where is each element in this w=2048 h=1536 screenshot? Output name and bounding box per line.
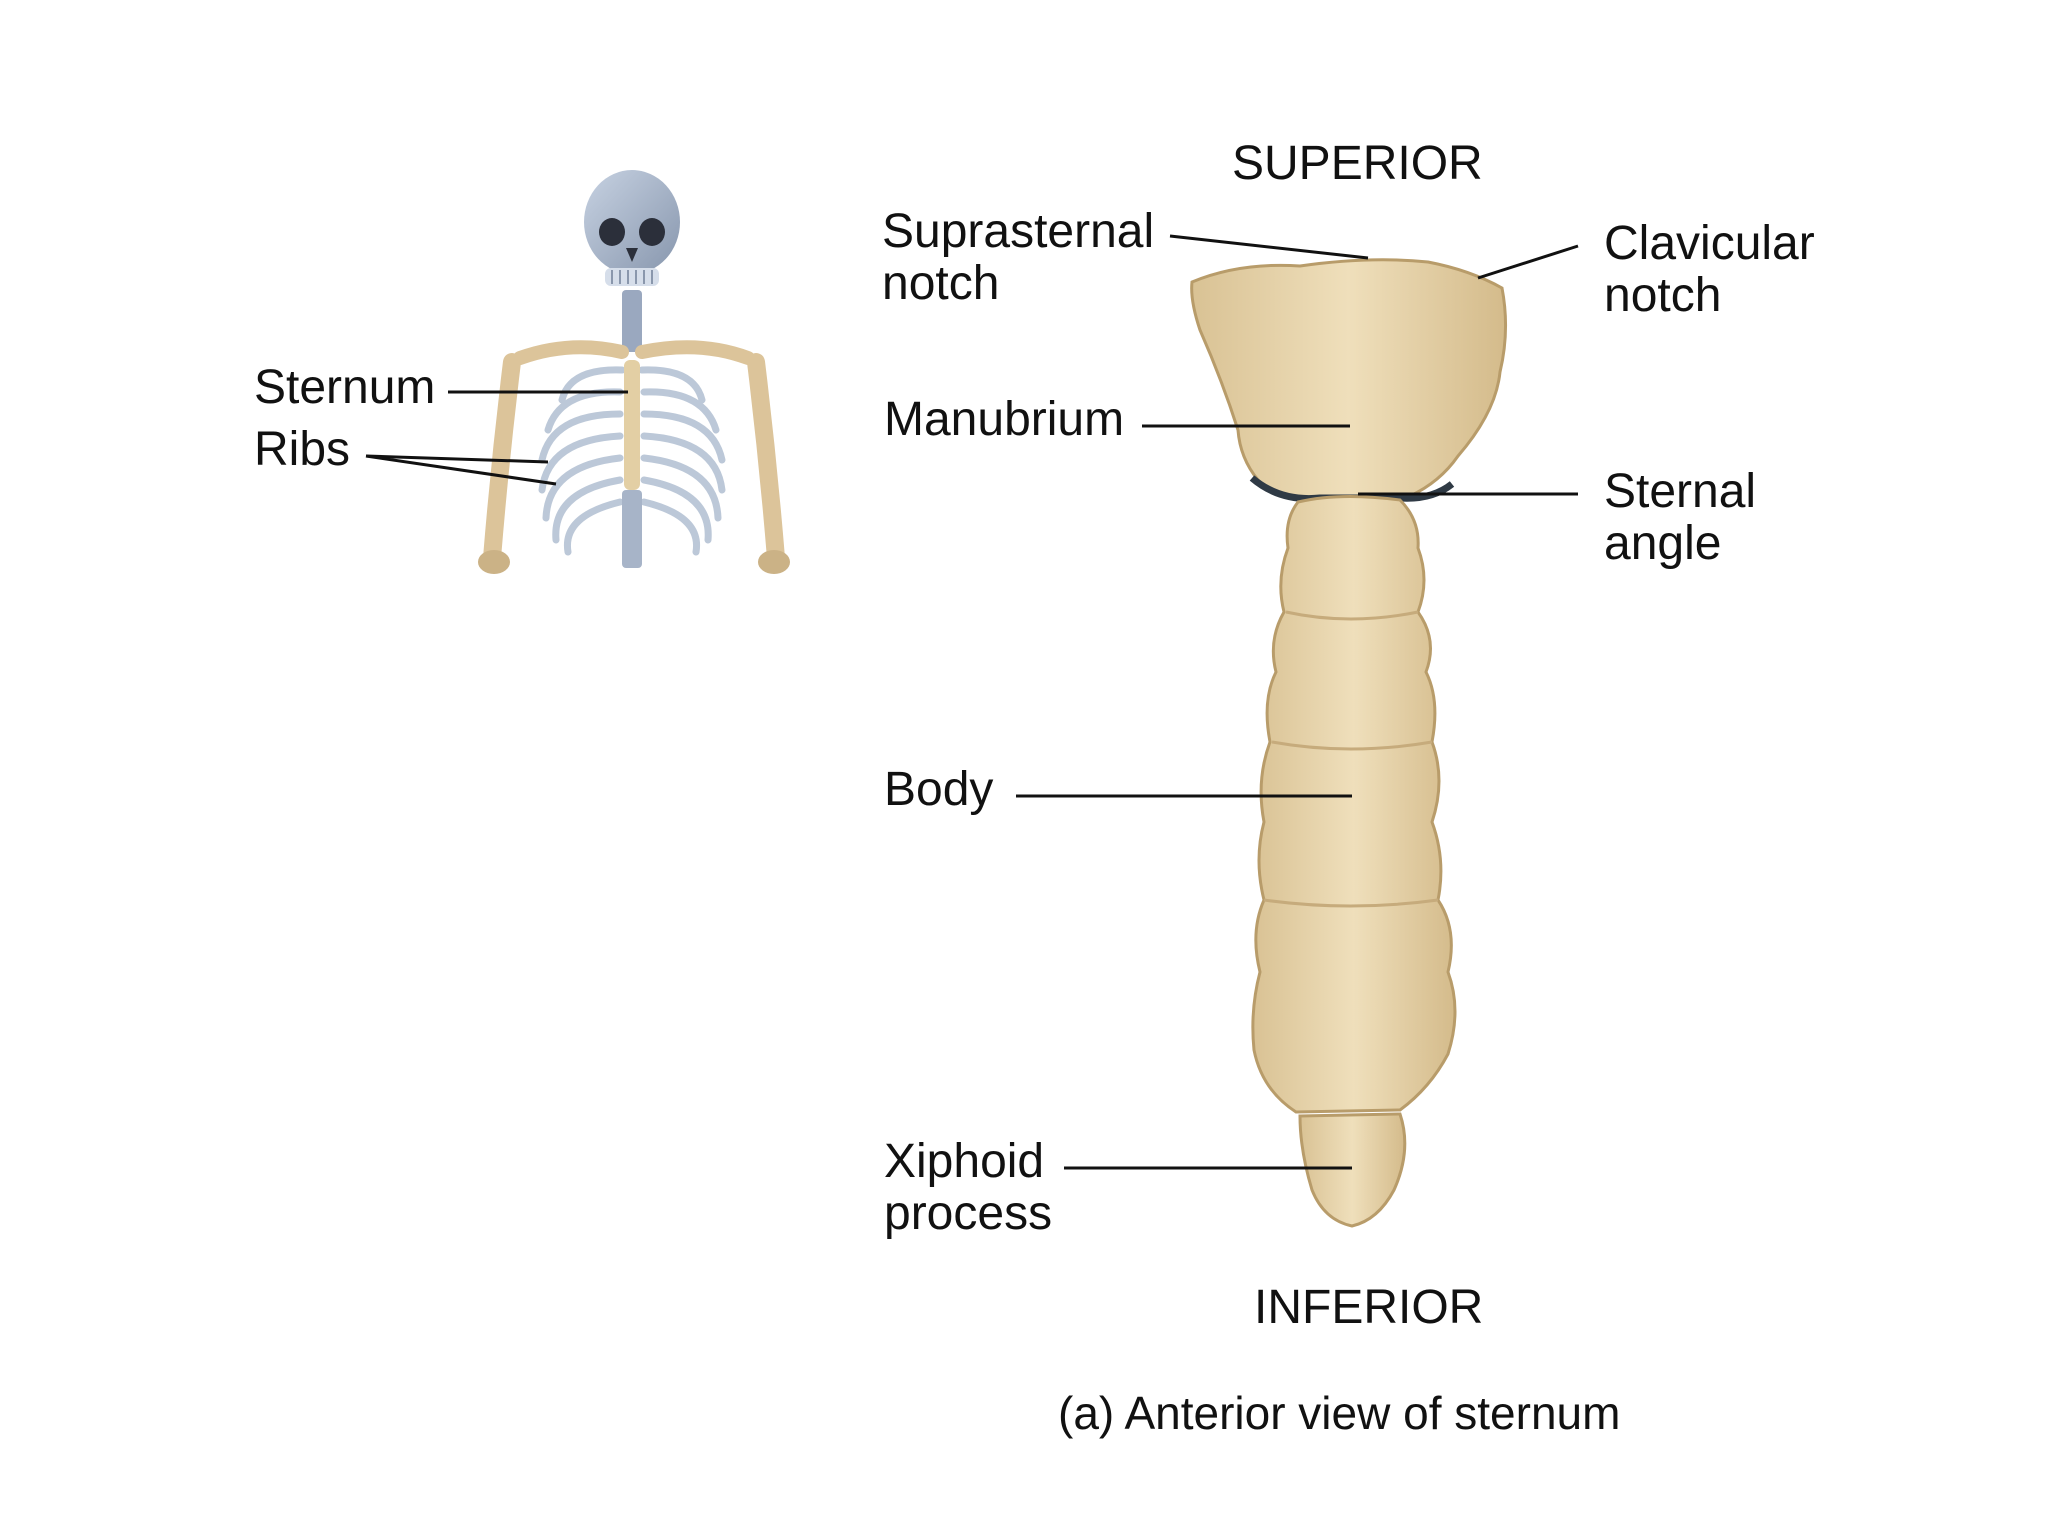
skeleton-thumbnail: [478, 170, 790, 574]
thoracic-spine: [622, 490, 642, 568]
sternum-bone: [1190, 258, 1508, 1228]
manubrium-shape: [1190, 258, 1508, 500]
body-shape: [1251, 494, 1457, 1114]
sternal-angle-label: Sternal angle: [1604, 465, 1757, 570]
sternum-label: Sternum: [254, 361, 436, 414]
ribs-leader-1: [365, 454, 549, 464]
xiphoid-shape: [1298, 1112, 1407, 1228]
suprasternal-notch-label: Suprasternal notch: [882, 205, 1155, 310]
body-ridges: [1263, 610, 1439, 908]
figure-caption: (a) Anterior view of sternum: [1058, 1387, 1621, 1439]
cervical-spine: [622, 290, 642, 352]
left-clavicle: [513, 340, 629, 365]
right-clavicle: [635, 340, 755, 365]
xiphoid-process-label: Xiphoid process: [884, 1135, 1053, 1240]
manubrium-label: Manubrium: [884, 393, 1125, 446]
rib-cage: [538, 366, 726, 556]
inferior-label: INFERIOR: [1254, 1281, 1484, 1334]
clavicular-notch-label: Clavicular notch: [1604, 217, 1815, 322]
ribs-leader-2: [365, 454, 557, 486]
skull: [584, 170, 680, 286]
right-humerus: [747, 353, 785, 567]
ribs-label: Ribs: [254, 423, 351, 476]
leader-lines: [365, 234, 1579, 1170]
superior-label: SUPERIOR: [1232, 137, 1483, 190]
body-label: Body: [884, 763, 994, 816]
clavicular-notch-leader: [1477, 244, 1579, 280]
sternum-highlight: [624, 360, 640, 490]
suprasternal-notch-leader: [1169, 234, 1369, 260]
